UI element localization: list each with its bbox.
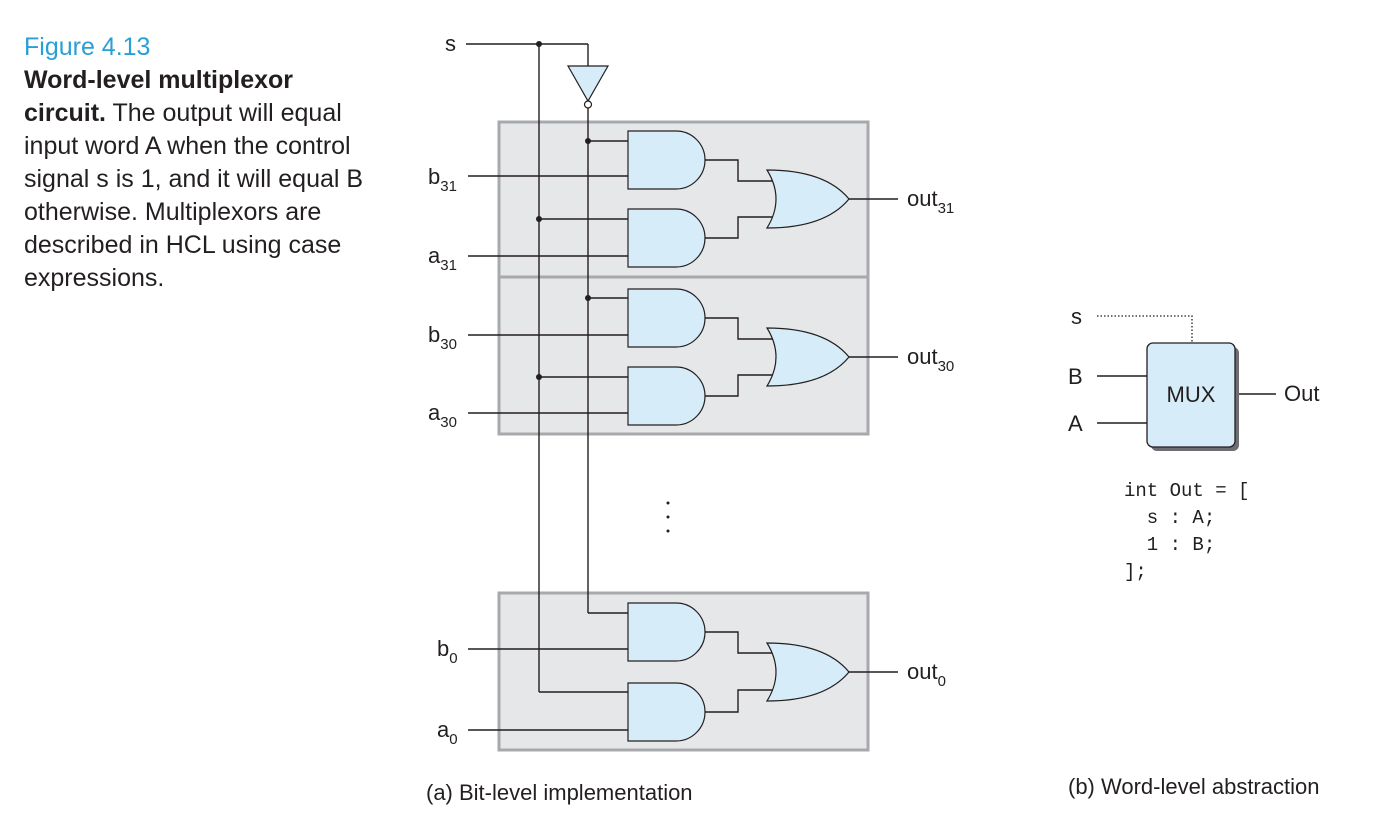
mux-output-label: Out — [1284, 381, 1319, 406]
output-out0-label: out0 — [907, 659, 946, 690]
mux-block — [1146, 342, 1236, 448]
hcl-line: s : A; — [1124, 507, 1215, 529]
caption-text: Word-level multiplexor circuit. The outp… — [24, 64, 364, 295]
svg-text:out0: out0 — [907, 659, 946, 690]
caption-body: The output will equal input word A when … — [24, 99, 364, 292]
hcl-line: int Out = [ — [1124, 480, 1249, 502]
input-b0-label: b0 — [437, 636, 458, 667]
mux-input-b-label: B — [1068, 364, 1083, 389]
junction-dot — [536, 41, 542, 47]
bit-slice-31 — [468, 130, 898, 268]
hcl-code: int Out = [ s : A; 1 : B; ]; — [1124, 480, 1249, 583]
input-a31-label: a31 — [428, 243, 457, 274]
svg-text:a30: a30 — [428, 400, 457, 431]
inverter — [566, 65, 610, 109]
figure-caption: Figure 4.13 Word-level multiplexor circu… — [24, 30, 364, 295]
svg-text:b31: b31 — [428, 164, 457, 195]
input-b31-label: b31 — [428, 164, 457, 195]
mux-input-a-label: A — [1068, 411, 1083, 436]
svg-text:out31: out31 — [907, 186, 954, 217]
bit-level-caption: (a) Bit-level implementation — [426, 780, 693, 805]
control-label-s: s — [445, 31, 456, 56]
ellipsis-dots — [666, 501, 670, 533]
input-a30-label: a30 — [428, 400, 457, 431]
word-level-caption: (b) Word-level abstraction — [1068, 774, 1319, 799]
input-a0-label: a0 — [437, 717, 458, 748]
input-b30-label: b30 — [428, 322, 457, 353]
bit-slice-0 — [468, 602, 898, 742]
svg-text:a31: a31 — [428, 243, 457, 274]
output-out30-label: out30 — [907, 344, 954, 375]
mux-control-wire — [1097, 315, 1193, 342]
mux-block-label: MUX — [1167, 382, 1216, 407]
output-out31-label: out31 — [907, 186, 954, 217]
mux-control-label: s — [1071, 304, 1082, 329]
svg-text:a0: a0 — [437, 717, 458, 748]
hcl-line: 1 : B; — [1124, 534, 1215, 556]
svg-text:b0: b0 — [437, 636, 458, 667]
caption-title: Word-level multiplexor circuit. — [24, 66, 294, 127]
svg-text:out30: out30 — [907, 344, 954, 375]
figure-number: Figure 4.13 — [24, 33, 151, 61]
hcl-line: ]; — [1124, 561, 1147, 583]
svg-text:b30: b30 — [428, 322, 457, 353]
bit-slice-30 — [468, 288, 898, 426]
control-wires — [466, 43, 589, 692]
